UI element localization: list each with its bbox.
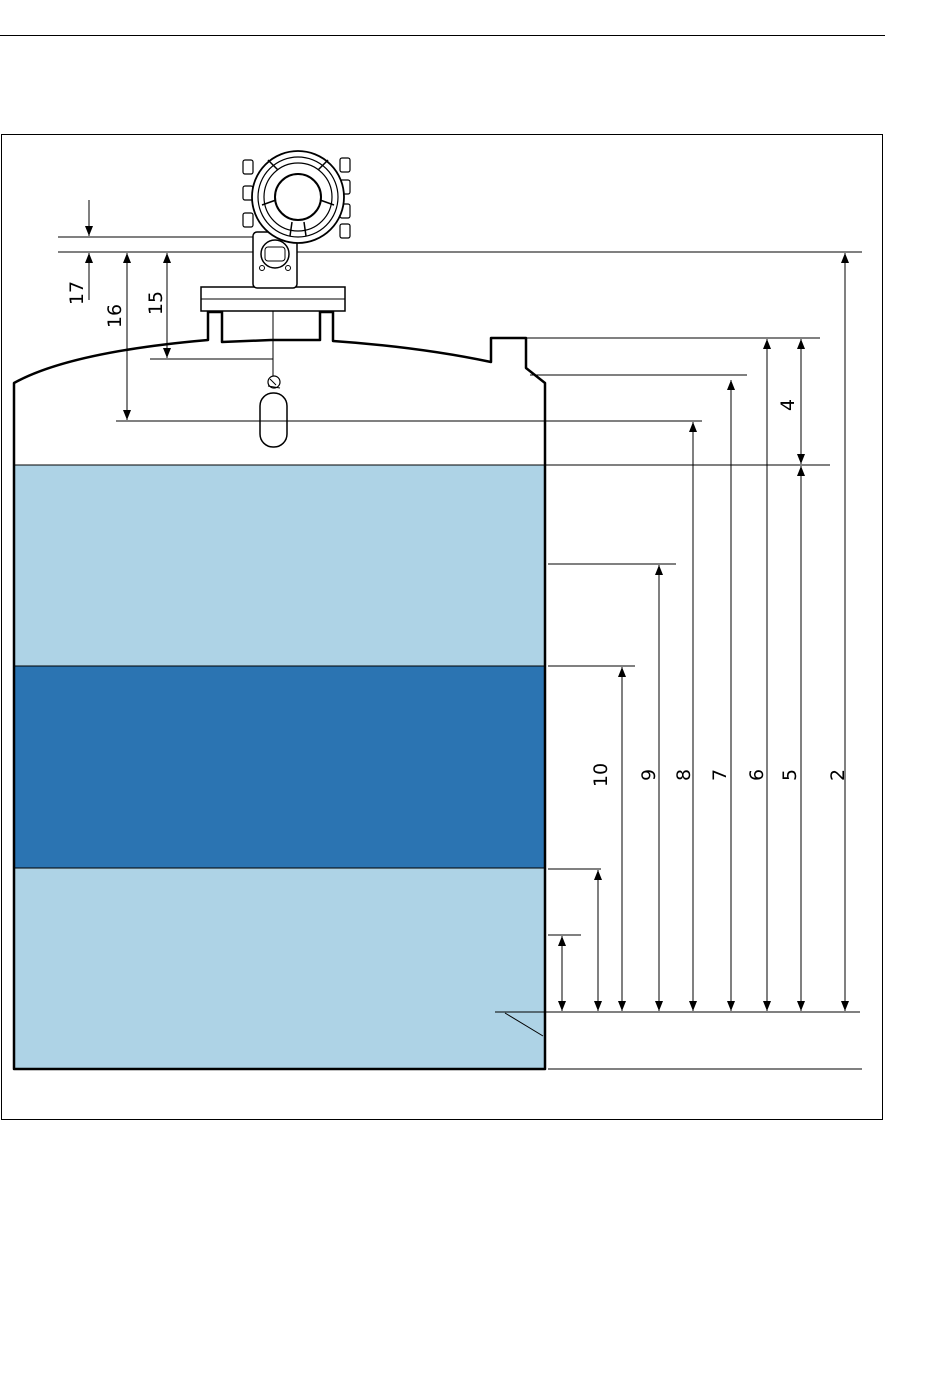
label-15: 15 [145,291,167,315]
label-8: 8 [673,769,695,781]
label-9: 9 [638,769,660,781]
label-16: 16 [104,304,126,328]
label-7: 7 [709,769,731,781]
middle-liquid-layer [14,666,545,868]
displacer-icon [260,376,287,447]
lower-liquid-layer [14,868,545,1069]
gauge-head-icon [243,151,350,288]
label-17: 17 [66,281,88,305]
label-10: 10 [590,763,612,787]
upper-liquid-layer [14,465,545,666]
label-4: 4 [777,399,799,411]
label-5: 5 [779,769,801,781]
label-2: 2 [827,769,849,781]
label-6: 6 [746,769,768,781]
